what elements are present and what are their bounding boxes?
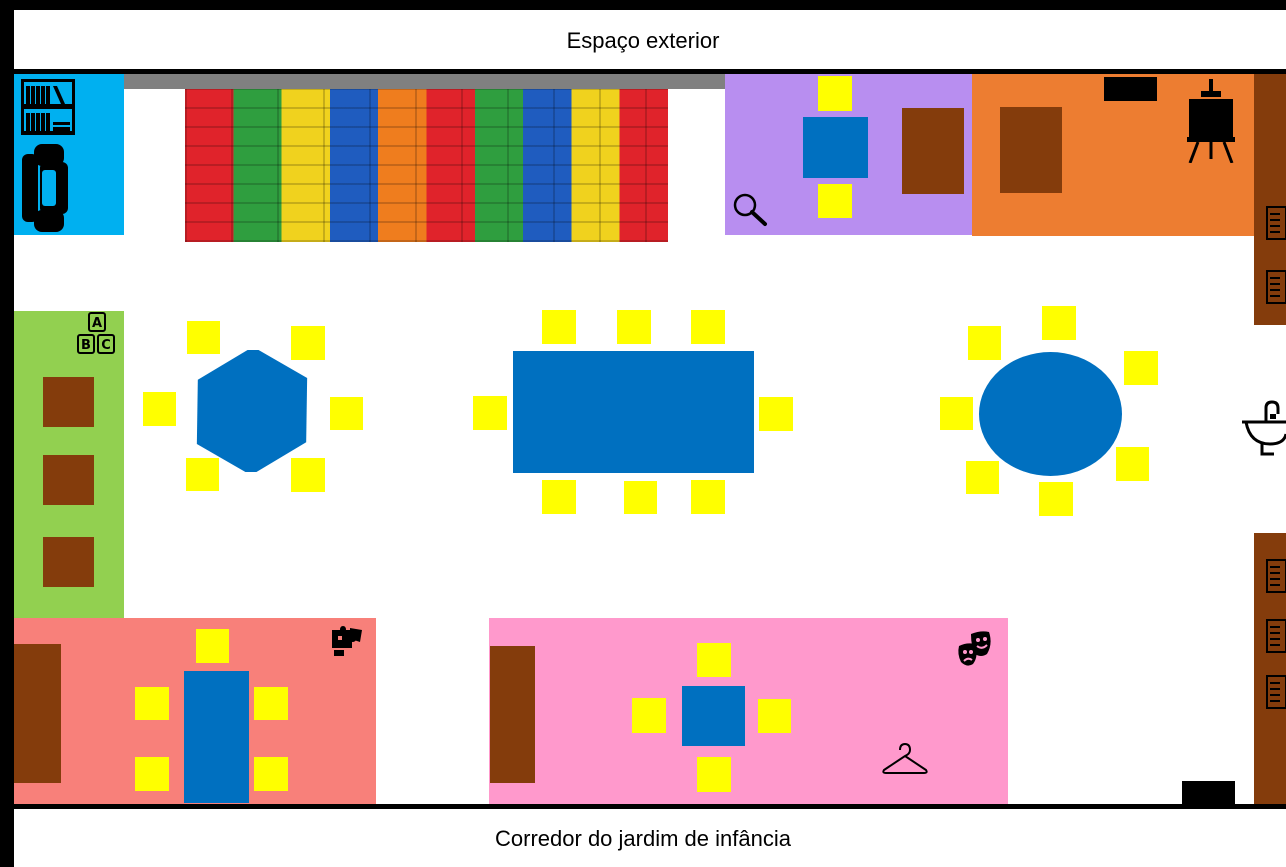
chair — [254, 687, 288, 720]
chair — [186, 458, 219, 491]
svg-text:C: C — [101, 338, 111, 353]
chair — [1042, 306, 1076, 340]
chair — [330, 397, 363, 430]
chair — [135, 687, 169, 720]
chair — [968, 326, 1001, 360]
science-area — [725, 74, 972, 235]
chair — [758, 699, 791, 733]
chair — [291, 458, 325, 492]
chair — [617, 310, 651, 344]
svg-text:B: B — [81, 338, 91, 353]
bookshelf-icon — [21, 79, 75, 135]
room-wall-top — [0, 69, 1286, 74]
chair — [632, 698, 666, 733]
storage-cabinet-top — [1254, 74, 1286, 325]
shelf — [14, 644, 61, 783]
art-area — [972, 74, 1254, 236]
rectangle-table — [513, 351, 754, 473]
chair — [542, 480, 576, 514]
storage-cabinet-bottom — [1254, 533, 1286, 804]
hanger-icon — [882, 742, 928, 774]
door — [1182, 781, 1235, 806]
table — [803, 117, 868, 178]
theater-masks-icon — [958, 631, 991, 666]
chair — [697, 757, 731, 792]
shelf — [43, 377, 94, 427]
cabinet-icon — [1266, 619, 1286, 653]
board — [1104, 77, 1157, 101]
chair — [759, 397, 793, 431]
chair — [291, 326, 325, 360]
outer-wall-top — [0, 0, 1286, 10]
easel-icon — [1187, 79, 1235, 163]
oval-table — [979, 352, 1122, 476]
hexagon-table — [196, 350, 308, 472]
chair — [196, 629, 229, 663]
magnifier-icon — [733, 193, 767, 226]
chair — [818, 184, 852, 218]
shelf — [43, 455, 94, 505]
shelf — [43, 537, 94, 587]
cabinet-icon — [1266, 559, 1286, 593]
library-area — [14, 74, 124, 235]
puzzles-area — [14, 618, 376, 804]
chair — [1039, 482, 1073, 516]
chair — [940, 397, 973, 430]
corridor-label: Corredor do jardim de infância — [495, 826, 791, 851]
room-wall-bottom — [0, 804, 1286, 809]
lego-carpet — [185, 89, 668, 242]
chair — [1124, 351, 1158, 385]
chair — [143, 392, 176, 426]
chair — [818, 76, 852, 111]
chair — [1116, 447, 1149, 481]
window — [122, 74, 725, 89]
chair — [691, 480, 725, 514]
chair — [966, 461, 999, 494]
chair — [624, 481, 657, 514]
svg-text:A: A — [92, 316, 102, 331]
chair — [691, 310, 725, 344]
table — [682, 686, 745, 746]
cabinet-icon — [1266, 270, 1286, 304]
chair — [135, 757, 169, 791]
shelf — [902, 108, 964, 194]
chair — [542, 310, 576, 344]
table — [184, 671, 249, 803]
chair — [187, 321, 220, 354]
shelf — [1000, 107, 1062, 193]
chair — [473, 396, 507, 430]
chair — [254, 757, 288, 791]
cabinet-icon — [1266, 675, 1286, 709]
shelf — [490, 646, 535, 783]
sink-icon — [1242, 400, 1286, 456]
outer-wall-left — [0, 0, 14, 867]
chair — [697, 643, 731, 677]
cabinet-icon — [1266, 206, 1286, 240]
drama-area — [489, 618, 1008, 804]
sofa-icon — [22, 144, 68, 232]
outdoor-space-label: Espaço exterior — [566, 28, 720, 53]
puzzle-icon — [332, 626, 362, 656]
